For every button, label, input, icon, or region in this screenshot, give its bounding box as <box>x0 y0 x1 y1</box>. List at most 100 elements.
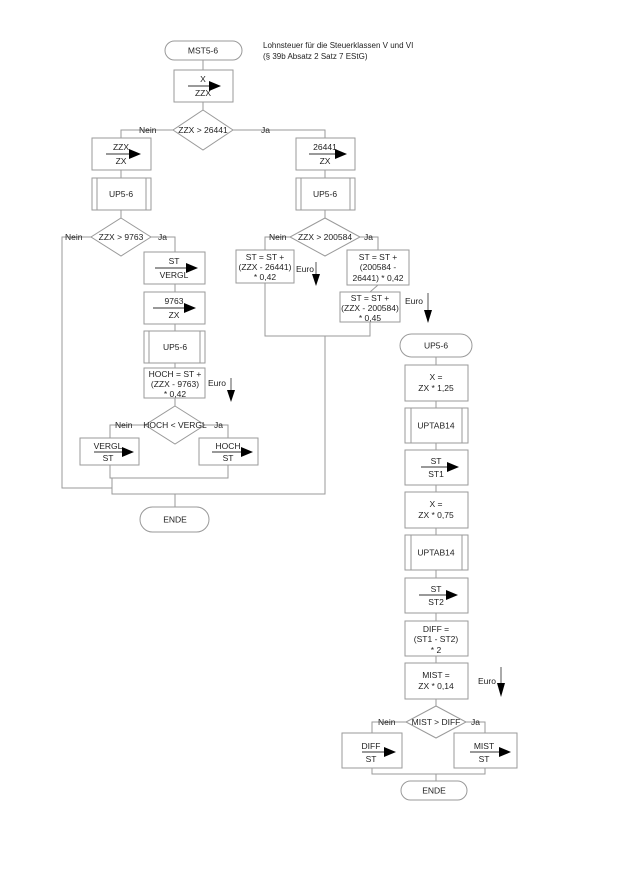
calc-st-200584-26441: ST = ST + (200584 - 26441) * 0,42 <box>346 249 410 286</box>
assign-arrow-icon <box>186 263 198 273</box>
down-arrow-icon <box>312 274 320 286</box>
label-no: Nein <box>65 232 83 242</box>
svg-text:UP5-6: UP5-6 <box>109 189 133 199</box>
svg-text:ZX: ZX <box>169 310 180 320</box>
svg-text:MIST =: MIST = <box>422 670 450 680</box>
label-yes: Ja <box>158 232 167 242</box>
svg-text:UP5-6: UP5-6 <box>313 189 337 199</box>
assign-st-st2: ST ST2 <box>404 577 469 614</box>
svg-text:Euro: Euro <box>296 264 314 274</box>
svg-text:* 0,45: * 0,45 <box>359 313 381 323</box>
main-end-terminal: ENDE <box>139 506 210 533</box>
decision-mist-gt-diff: MIST > DIFF <box>404 705 468 739</box>
svg-text:HOCH = ST +: HOCH = ST + <box>149 369 202 379</box>
svg-text:UP5-6: UP5-6 <box>424 341 448 351</box>
label-yes: Ja <box>364 232 373 242</box>
down-arrow-icon <box>424 310 432 323</box>
svg-text:ST2: ST2 <box>428 597 444 607</box>
svg-text:MIST > DIFF: MIST > DIFF <box>412 717 461 727</box>
decision-zzx-gt-9763: ZZX > 9763 <box>90 217 152 257</box>
svg-text:UPTAB14: UPTAB14 <box>417 548 454 558</box>
svg-text:X: X <box>200 74 206 84</box>
label-yes: Ja <box>261 125 270 135</box>
svg-text:MST5-6: MST5-6 <box>188 46 219 56</box>
svg-text:(ZZX - 9763): (ZZX - 9763) <box>151 379 199 389</box>
calc-st-zzx-200584: ST = ST + (ZZX - 200584) * 0,45 <box>339 291 401 323</box>
sub-end-terminal: ENDE <box>400 780 468 801</box>
svg-text:ENDE: ENDE <box>422 786 446 796</box>
calc-mist: MIST = ZX * 0,14 <box>404 662 469 700</box>
svg-text:26441) * 0,42: 26441) * 0,42 <box>352 273 403 283</box>
svg-text:26441: 26441 <box>313 142 337 152</box>
assign-st-vergl: ST VERGL <box>143 251 206 285</box>
assign-diff-st: DIFF ST <box>341 732 403 769</box>
call-uptab14-1: UPTAB14 <box>404 407 469 444</box>
svg-text:ZZX > 9763: ZZX > 9763 <box>99 232 144 242</box>
assign-arrow-icon <box>384 747 396 757</box>
label-no: Nein <box>115 420 133 430</box>
decision-zzx-gt-200584: ZZX > 200584 <box>288 217 362 257</box>
calc-hoch: HOCH = ST + (ZZX - 9763) * 0,42 <box>143 367 206 399</box>
svg-text:X =: X = <box>430 499 443 509</box>
assign-arrow-icon <box>209 81 221 91</box>
svg-text:DIFF: DIFF <box>362 741 381 751</box>
calc-st-zzx-26441: ST = ST + (ZZX - 26441) * 0,42 <box>235 249 295 284</box>
svg-text:ZZX > 26441: ZZX > 26441 <box>178 125 228 135</box>
main-start-terminal: MST5-6 <box>164 40 243 61</box>
svg-text:UP5-6: UP5-6 <box>163 342 187 352</box>
calc-x-zx-075: X = ZX * 0,75 <box>404 491 469 529</box>
main-assign-x-zzx: X ZZX <box>173 69 234 103</box>
assign-arrow-icon <box>184 303 196 313</box>
euro-output-arrow: Euro <box>296 262 320 286</box>
svg-text:(200584 -: (200584 - <box>360 262 397 272</box>
label-no: Nein <box>139 125 157 135</box>
svg-text:ZX: ZX <box>320 156 331 166</box>
euro-output-arrow: Euro <box>405 293 432 323</box>
assign-mist-st: MIST ST <box>453 732 518 769</box>
header-line-2: (§ 39b Absatz 2 Satz 7 EStG) <box>263 52 368 61</box>
svg-text:* 2: * 2 <box>431 645 442 655</box>
assign-zzx-zx: ZZX ZX <box>91 137 152 171</box>
assign-9763-zx: 9763 ZX <box>143 291 206 325</box>
assign-arrow-icon <box>446 590 458 600</box>
svg-text:ZX * 0,75: ZX * 0,75 <box>418 510 454 520</box>
calc-x-zx-125: X = ZX * 1,25 <box>404 364 469 402</box>
svg-text:UPTAB14: UPTAB14 <box>417 421 454 431</box>
svg-text:ST: ST <box>103 453 114 463</box>
down-arrow-icon <box>227 390 235 402</box>
svg-text:(ST1 - ST2): (ST1 - ST2) <box>414 634 459 644</box>
sub-start-terminal: UP5-6 <box>399 333 473 358</box>
svg-text:ST = ST +: ST = ST + <box>351 293 389 303</box>
svg-text:ZX * 0,14: ZX * 0,14 <box>418 681 454 691</box>
svg-text:ST = ST +: ST = ST + <box>246 252 284 262</box>
svg-text:X =: X = <box>430 372 443 382</box>
svg-text:ZX * 1,25: ZX * 1,25 <box>418 383 454 393</box>
assign-hoch-st: HOCH ST <box>198 437 259 466</box>
svg-text:HOCH < VERGL: HOCH < VERGL <box>143 420 207 430</box>
svg-text:MIST: MIST <box>474 741 494 751</box>
decision-zzx-gt-26441: ZZX > 26441 <box>172 109 234 151</box>
header-line-1: Lohnsteuer für die Steuerklassen V und V… <box>263 41 413 50</box>
svg-text:ENDE: ENDE <box>163 515 187 525</box>
label-no: Nein <box>378 717 396 727</box>
svg-text:DIFF =: DIFF = <box>423 624 449 634</box>
assign-arrow-icon <box>241 447 253 457</box>
call-up5-6-left: UP5-6 <box>91 177 152 211</box>
svg-text:ZZX: ZZX <box>113 142 129 152</box>
assign-arrow-icon <box>129 149 141 159</box>
svg-text:* 0,42: * 0,42 <box>164 389 186 399</box>
svg-text:ST: ST <box>223 453 234 463</box>
label-yes: Ja <box>471 717 480 727</box>
svg-text:* 0,42: * 0,42 <box>254 272 276 282</box>
call-up5-6-right: UP5-6 <box>295 177 356 211</box>
svg-text:(ZZX - 26441): (ZZX - 26441) <box>239 262 292 272</box>
assign-26441-zx: 26441 ZX <box>295 137 356 171</box>
svg-text:Euro: Euro <box>208 378 226 388</box>
svg-text:(ZZX - 200584): (ZZX - 200584) <box>341 303 399 313</box>
svg-text:ST: ST <box>431 584 442 594</box>
svg-text:ST: ST <box>169 256 180 266</box>
assign-arrow-icon <box>122 447 134 457</box>
euro-output-arrow: Euro <box>478 667 505 697</box>
connectors-sub <box>371 357 486 781</box>
label-no: Nein <box>269 232 287 242</box>
